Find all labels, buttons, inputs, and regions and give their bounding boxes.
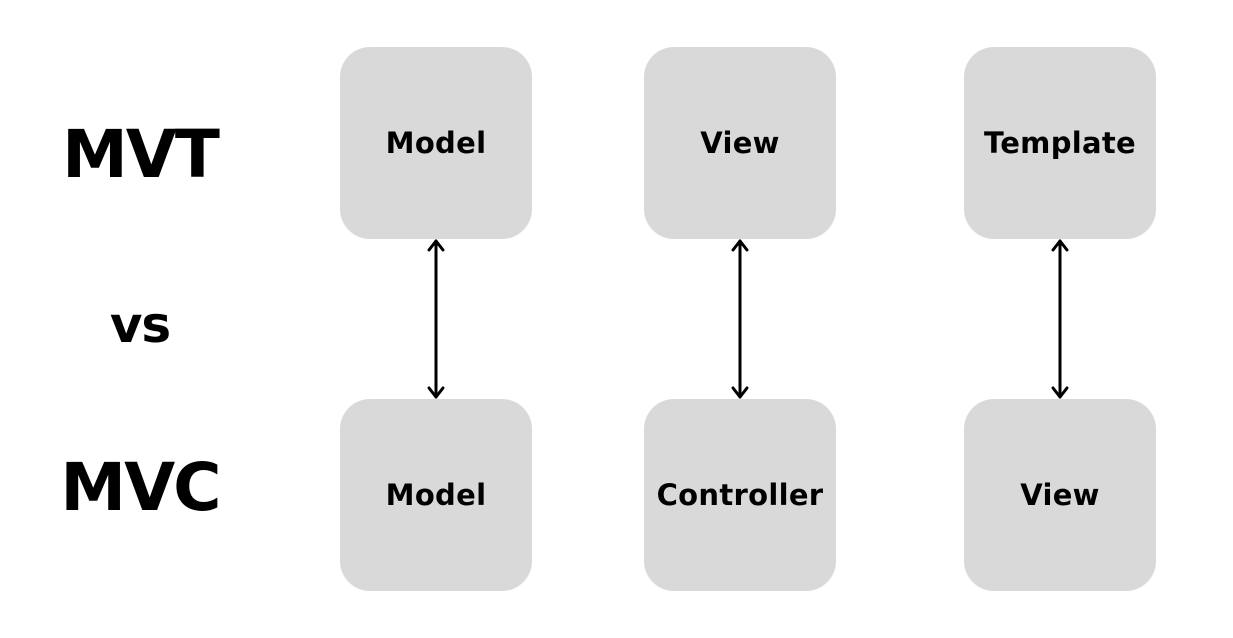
mvt-view-label: View xyxy=(700,126,780,160)
mvc-label: MVC xyxy=(60,449,221,526)
mvt-model-label: Model xyxy=(385,126,487,160)
mvc-view-box: View xyxy=(964,399,1156,591)
double-arrow-model xyxy=(427,239,445,399)
vs-label: vs xyxy=(109,296,171,354)
mvt-label: MVT xyxy=(62,116,220,193)
mvc-view-label: View xyxy=(1020,478,1100,512)
mvc-controller-label: Controller xyxy=(656,478,824,512)
mvt-template-label: Template xyxy=(983,126,1137,160)
mvt-template-box: Template xyxy=(964,47,1156,239)
double-arrow-template-view xyxy=(1051,239,1069,399)
mvt-model-box: Model xyxy=(340,47,532,239)
mvc-controller-box: Controller xyxy=(644,399,836,591)
double-arrow-view-controller xyxy=(731,239,749,399)
mvc-model-box: Model xyxy=(340,399,532,591)
mvc-model-label: Model xyxy=(385,478,487,512)
mvt-view-box: View xyxy=(644,47,836,239)
